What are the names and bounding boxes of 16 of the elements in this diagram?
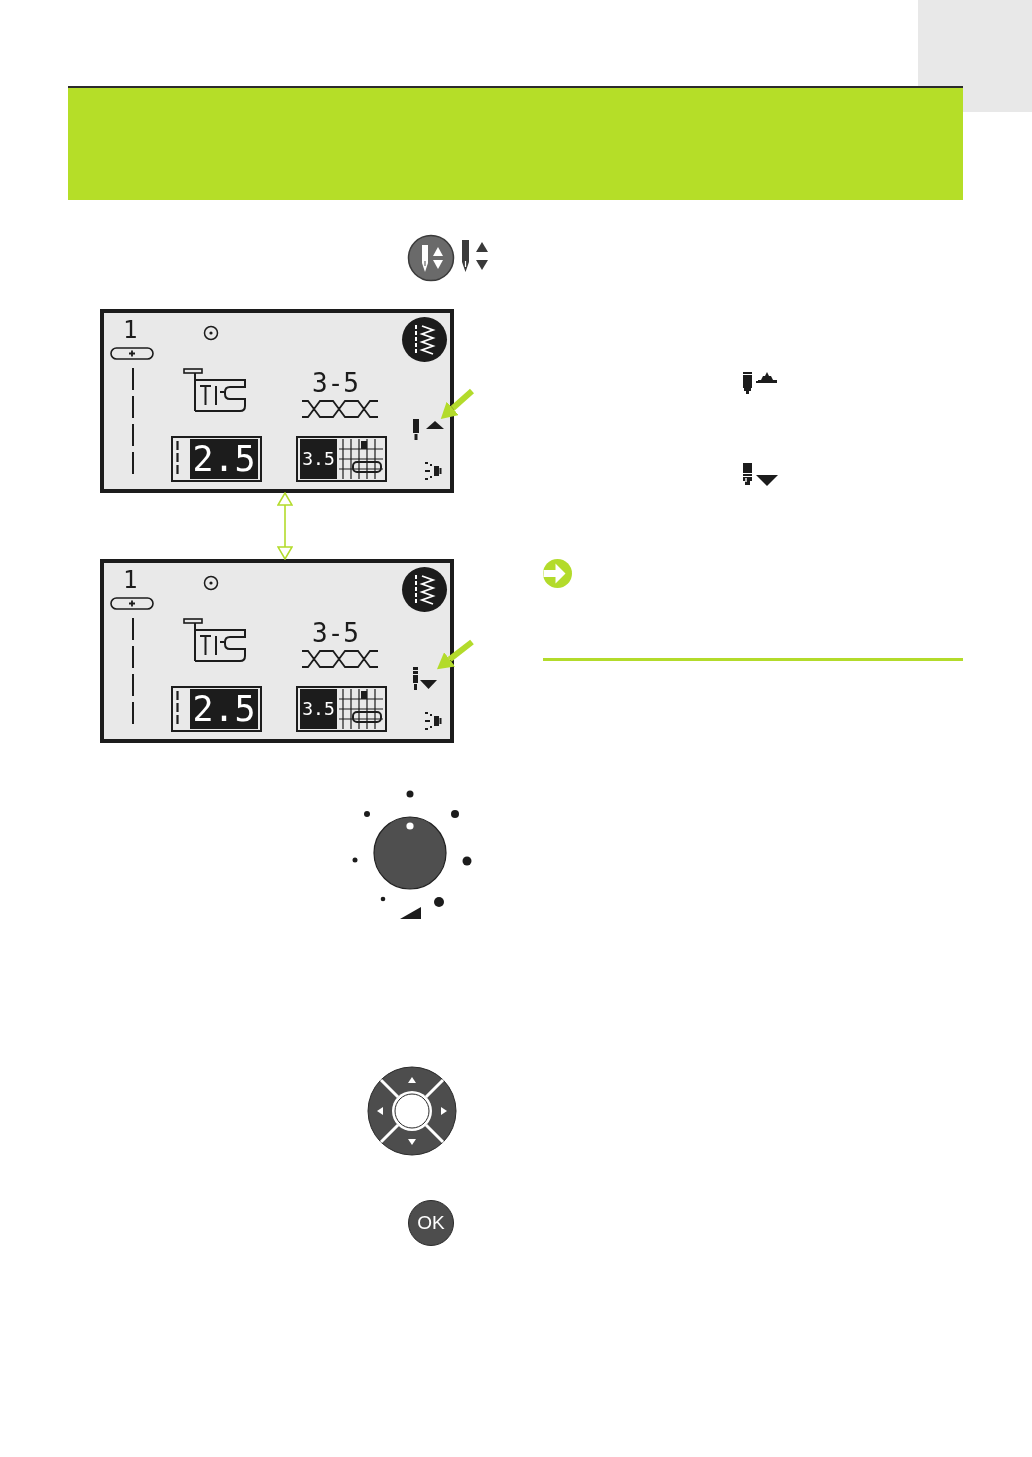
needle-down-icon	[412, 667, 437, 691]
arrow	[440, 388, 474, 419]
lcd-number: 1	[123, 318, 138, 342]
lcd-number: 1	[123, 568, 138, 592]
double-arrow	[277, 492, 293, 560]
lcd-value: 2.5	[190, 439, 258, 479]
lcd-text: 3-5	[312, 370, 359, 396]
lcd-text: 3-5	[312, 620, 359, 646]
lcd-value: 2.5	[190, 689, 258, 729]
lcd-value: 3.5	[300, 439, 337, 479]
ok-button: OK	[408, 1200, 454, 1246]
lcd-value: 3.5	[300, 689, 337, 729]
arrow	[436, 639, 474, 670]
lcd-screen	[100, 309, 454, 493]
lcd-screen	[100, 559, 454, 743]
needle-up-icon	[412, 419, 445, 441]
